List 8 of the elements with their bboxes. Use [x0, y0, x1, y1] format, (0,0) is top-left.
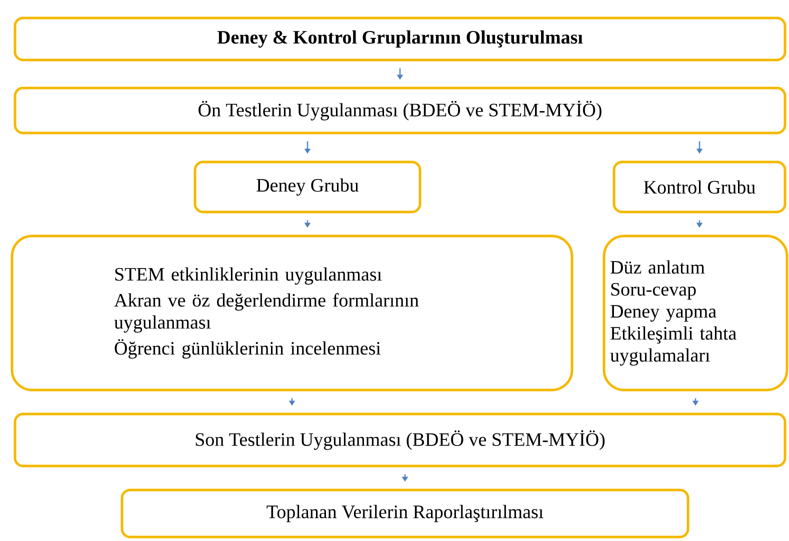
- activity-box: STEM etkinliklerinin uygulanması Akran ve öz değerlendirme formlarının uygulanması Öğrenci günlüklerinin incelenmesi: [10, 234, 574, 392]
- process-box: Deney & Kontrol Gruplarının Oluşturulması: [14, 16, 786, 62]
- process-box: Son Testlerin Uygulanması (BDEÖ ve STEM-MYİÖ): [14, 412, 786, 468]
- activity-box: Düz anlatım Soru-cevap Deney yapma Etkileşimli tahta uygulamaları: [602, 234, 788, 392]
- process-box: Ön Testlerin Uygulanması (BDEÖ ve STEM-MYİÖ): [14, 86, 786, 134]
- process-box: Toplanan Verilerin Raporlaştırılması: [120, 488, 690, 538]
- group-box: Deney Grubu: [194, 160, 422, 214]
- group-box: Kontrol Grubu: [612, 160, 786, 214]
